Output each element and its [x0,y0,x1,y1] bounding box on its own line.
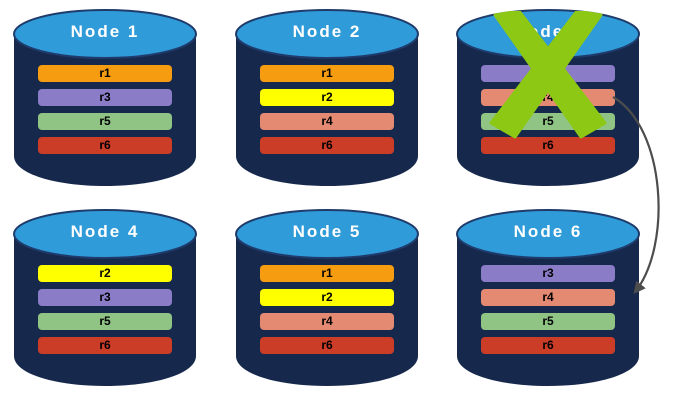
replica-row-r1[interactable]: r1 [260,65,394,82]
replica-row-list: r2 r3 r5 r6 [38,265,172,361]
cylinder-top-disc [13,209,197,259]
replica-row-list: r3 r4 r5 r6 [481,265,615,361]
cylinder-top-disc [235,9,419,59]
cylinder-top-disc [456,9,640,59]
replica-row-list: r1 r2 r4 r6 [260,65,394,161]
cylinder-top-disc [456,209,640,259]
replica-row-r3[interactable]: r3 [38,89,172,106]
replica-row-r4[interactable]: r4 [481,289,615,306]
replica-row-r5[interactable]: r5 [481,113,615,130]
replica-row-r6[interactable]: r6 [38,337,172,354]
replica-row-r5[interactable]: r5 [38,313,172,330]
replica-row-list: r3 r4 r5 r6 [481,65,615,161]
replica-row-r4[interactable]: r4 [481,89,615,106]
replica-row-r6[interactable]: r6 [481,137,615,154]
replica-row-r5[interactable]: r5 [38,113,172,130]
replica-row-r6[interactable]: r6 [481,337,615,354]
replica-row-r6[interactable]: r6 [260,337,394,354]
replica-row-r3[interactable]: r3 [481,265,615,282]
replica-row-r4[interactable]: r4 [260,113,394,130]
replica-row-r3[interactable]: r3 [38,289,172,306]
replica-row-r6[interactable]: r6 [38,137,172,154]
replica-row-r1[interactable]: r1 [260,265,394,282]
replica-row-list: r1 r2 r4 r6 [260,265,394,361]
replica-row-r2[interactable]: r2 [260,89,394,106]
replica-row-r2[interactable]: r2 [260,289,394,306]
replica-row-r1[interactable]: r1 [38,65,172,82]
replica-row-r2[interactable]: r2 [38,265,172,282]
replica-row-r5[interactable]: r5 [481,313,615,330]
replica-row-list: r1 r3 r5 r6 [38,65,172,161]
replica-row-r3[interactable]: r3 [481,65,615,82]
replica-row-r6[interactable]: r6 [260,137,394,154]
cylinder-top-disc [235,209,419,259]
cylinder-top-disc [13,9,197,59]
replica-row-r4[interactable]: r4 [260,313,394,330]
